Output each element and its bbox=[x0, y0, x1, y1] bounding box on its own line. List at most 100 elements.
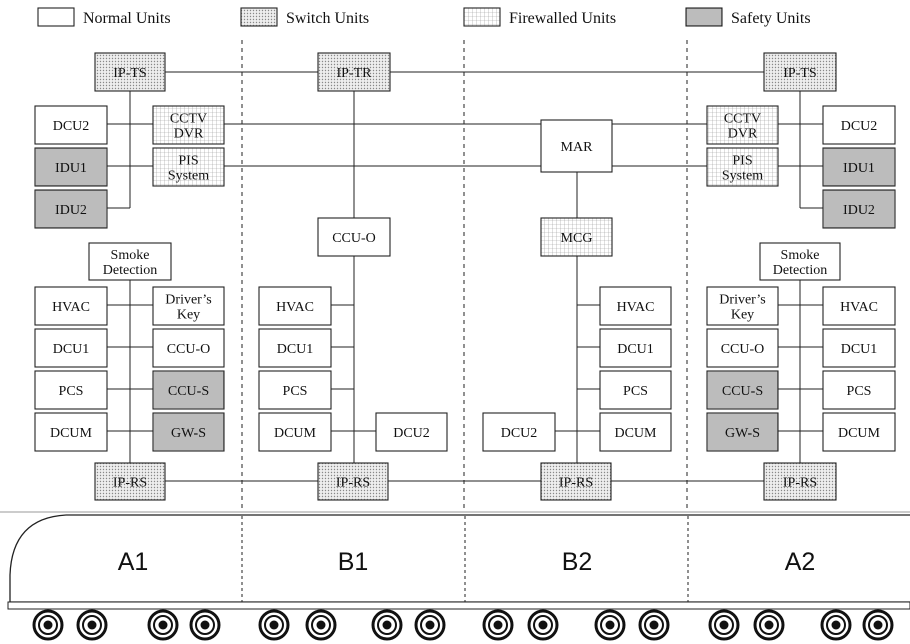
unit-label-a2-dcum: DCUM bbox=[838, 426, 881, 441]
unit-box-a2-pis bbox=[706, 147, 779, 187]
unit-b1-hvac: HVAC bbox=[258, 286, 332, 326]
unit-box-a1-smoke bbox=[88, 242, 172, 281]
unit-label-b2-dcum: DCUM bbox=[614, 426, 657, 441]
unit-box-a1-hvac bbox=[34, 286, 108, 326]
unit-b2-dcu1: DCU1 bbox=[599, 328, 672, 368]
unit-label-b1-iprs: IP-RS bbox=[336, 476, 370, 491]
unit-a2-idu2: IDU2 bbox=[822, 189, 896, 229]
unit-label-b1-iptr: IP-TR bbox=[337, 66, 373, 81]
unit-box-b2-dcum bbox=[599, 412, 672, 452]
unit-box-b2-dcu2 bbox=[482, 412, 556, 452]
unit-label-b2-dcu1: DCU1 bbox=[617, 342, 654, 357]
unit-label-a2-iprs: IP-RS bbox=[783, 476, 817, 491]
unit-a1-pcs: PCS bbox=[34, 370, 108, 410]
unit-box-a2-cctv bbox=[706, 105, 779, 145]
unit-label-a2-cctv: CCTV bbox=[724, 112, 761, 127]
unit-label-a2-gws: GW-S bbox=[725, 426, 760, 441]
unit-box-a2-hvac bbox=[822, 286, 896, 326]
unit-box-a1-gws bbox=[152, 412, 225, 452]
unit-label-b2-mar: MAR bbox=[561, 140, 594, 155]
unit-box-b1-ccuo bbox=[317, 217, 391, 257]
unit-label-b2-iprs: IP-RS bbox=[559, 476, 593, 491]
unit-a2-hvac: HVAC bbox=[822, 286, 896, 326]
car-label-a2: A2 bbox=[785, 548, 816, 576]
unit-label-a1-cctv: CCTV bbox=[170, 112, 207, 127]
unit-label-a1-hvac: HVAC bbox=[52, 300, 90, 315]
unit-box-a2-idu1 bbox=[822, 147, 896, 187]
unit-a1-idu2: IDU2 bbox=[34, 189, 108, 229]
unit-box-a1-pis bbox=[152, 147, 225, 187]
unit-label-a2-idu1: IDU1 bbox=[843, 161, 875, 176]
unit-label-a1-ipts: IP-TS bbox=[113, 66, 146, 81]
unit-label-a1-idu1: IDU1 bbox=[55, 161, 87, 176]
unit-box-b2-dcu1 bbox=[599, 328, 672, 368]
unit-a1-gws: GW-S bbox=[152, 412, 225, 452]
unit-label-a1-dkey: Driver’s bbox=[165, 293, 211, 308]
unit-label-a1-pis: PIS bbox=[178, 154, 198, 169]
unit-label-a1-dcum: DCUM bbox=[50, 426, 93, 441]
unit-a2-iprs: IP-RS bbox=[763, 462, 837, 501]
unit-label-a1-dcu2: DCU2 bbox=[53, 119, 90, 134]
unit-a1-dcum: DCUM bbox=[34, 412, 108, 452]
unit-b2-hvac: HVAC bbox=[599, 286, 672, 326]
wheel bbox=[862, 609, 894, 641]
unit-box-a2-dcu1 bbox=[822, 328, 896, 368]
car-label-b2: B2 bbox=[562, 548, 593, 576]
wheels bbox=[32, 609, 894, 641]
unit-box-a2-dcu2 bbox=[822, 105, 896, 145]
unit-box-b2-mar bbox=[540, 119, 613, 173]
unit-a2-dcu2: DCU2 bbox=[822, 105, 896, 145]
unit-label-a1-cctv: DVR bbox=[174, 127, 204, 142]
unit-box-b1-dcu1 bbox=[258, 328, 332, 368]
unit-box-a1-ccuo bbox=[152, 328, 225, 368]
unit-box-a1-cctv bbox=[152, 105, 225, 145]
legend-label-normal: Normal Units bbox=[83, 10, 171, 27]
unit-label-a1-pcs: PCS bbox=[59, 384, 84, 399]
unit-label-a1-ccus: CCU-S bbox=[168, 384, 209, 399]
unit-b1-pcs: PCS bbox=[258, 370, 332, 410]
unit-box-b1-iptr bbox=[317, 52, 391, 92]
train-body bbox=[0, 511, 910, 610]
unit-a1-ccuo: CCU-O bbox=[152, 328, 225, 368]
unit-box-a1-dcum bbox=[34, 412, 108, 452]
unit-box-a2-pcs bbox=[822, 370, 896, 410]
legend-swatch-normal bbox=[37, 7, 75, 27]
unit-label-a2-ccuo: CCU-O bbox=[721, 342, 765, 357]
unit-box-b1-dcum bbox=[258, 412, 332, 452]
wheel bbox=[708, 609, 740, 641]
unit-b1-dcum: DCUM bbox=[258, 412, 332, 452]
unit-b1-dcu1: DCU1 bbox=[258, 328, 332, 368]
car-label-a1: A1 bbox=[118, 548, 149, 576]
unit-label-a2-pis: System bbox=[722, 169, 763, 184]
unit-label-a2-dcu1: DCU1 bbox=[841, 342, 878, 357]
car-dividers bbox=[241, 40, 688, 508]
unit-a2-ccus: CCU-S bbox=[706, 370, 779, 410]
unit-label-a1-idu2: IDU2 bbox=[55, 203, 87, 218]
wheel bbox=[147, 609, 179, 641]
unit-a1-dcu1: DCU1 bbox=[34, 328, 108, 368]
unit-a1-hvac: HVAC bbox=[34, 286, 108, 326]
unit-box-a2-ccuo bbox=[706, 328, 779, 368]
unit-label-b1-dcu2: DCU2 bbox=[393, 426, 430, 441]
unit-box-b2-iprs bbox=[540, 462, 612, 501]
unit-label-a2-pcs: PCS bbox=[847, 384, 872, 399]
unit-box-a2-ccus bbox=[706, 370, 779, 410]
wheel bbox=[820, 609, 852, 641]
unit-box-a1-dkey bbox=[152, 286, 225, 326]
unit-label-a1-ccuo: CCU-O bbox=[167, 342, 211, 357]
unit-label-a1-pis: System bbox=[168, 169, 209, 184]
unit-box-a1-ccus bbox=[152, 370, 225, 410]
unit-label-a1-iprs: IP-RS bbox=[113, 476, 147, 491]
unit-box-b1-dcu2 bbox=[375, 412, 448, 452]
unit-b2-dcum: DCUM bbox=[599, 412, 672, 452]
unit-label-a2-dkey: Key bbox=[731, 308, 754, 323]
